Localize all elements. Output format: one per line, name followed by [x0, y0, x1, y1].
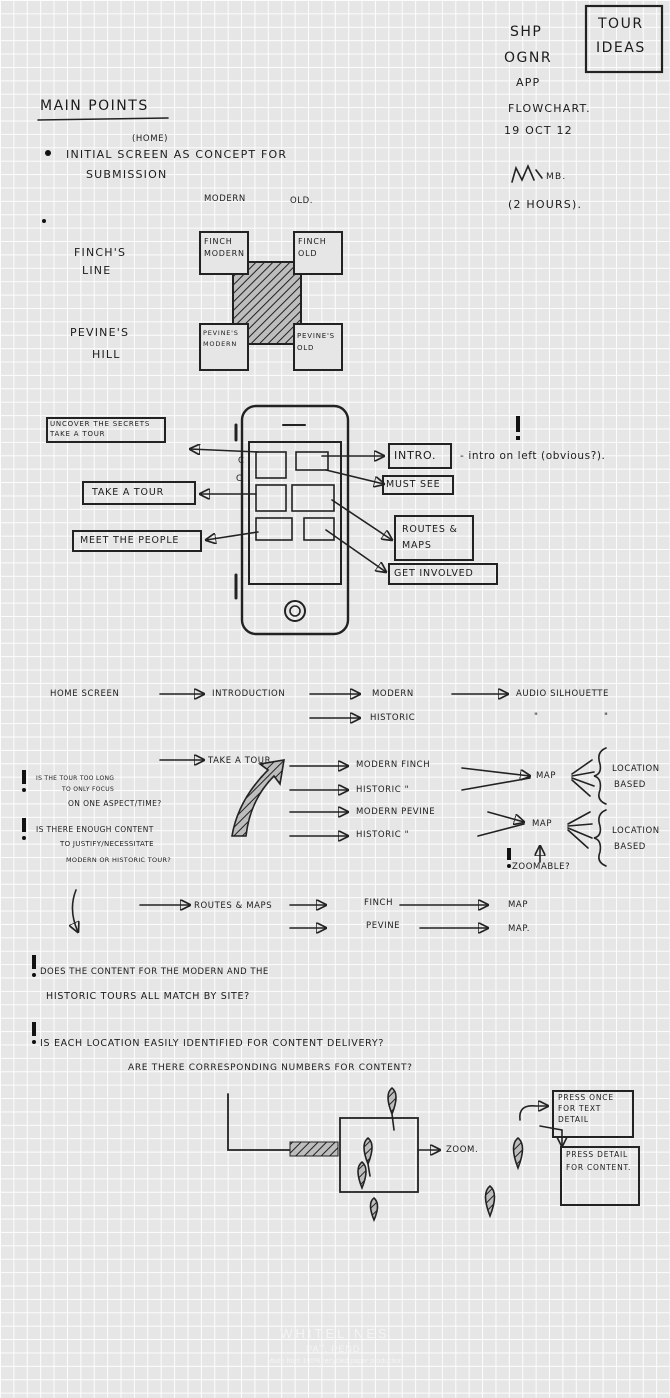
date-label: 19 OCT 12 [504, 124, 573, 137]
point1-line1: INITIAL SCREEN AS CONCEPT FOR [66, 148, 288, 161]
flow-routes-maps: ROUTES & MAPS [194, 901, 273, 911]
flow-finch: FINCH [364, 898, 394, 908]
flow-historic-finch: HISTORIC " [356, 785, 410, 795]
flow-map-1: MAP [536, 771, 557, 781]
phone-home-button [284, 600, 306, 622]
loc-based-2a: LOCATION [612, 826, 660, 836]
zoom-label: ZOOM. [446, 1145, 479, 1155]
label-box-intro [388, 443, 452, 469]
flow-ditto-2: " [604, 712, 609, 722]
row-pevine: PEVINE'S [70, 326, 130, 339]
label-box-routes [394, 515, 474, 561]
heading-underline [37, 117, 169, 121]
flow-intro: INTRODUCTION [212, 689, 286, 699]
label-box-uncover [46, 417, 166, 443]
tile-label-finch-modern: FINCH MODERN [204, 237, 245, 258]
flow-ditto-1: " [534, 712, 539, 722]
label-box-meet-people [72, 530, 202, 552]
press-once-label: PRESS ONCE FOR TEXT DETAIL [558, 1093, 614, 1124]
flow-modern-pevine: MODERN PEVINE [356, 807, 436, 817]
tag-line-2: IDEAS [596, 40, 646, 56]
title-line-2: OGNR [504, 50, 553, 66]
tile-label-pevine-modern: PEVINE'S MODERN [203, 329, 239, 348]
label-take-tour: TAKE A TOUR [92, 487, 164, 498]
label-box-get-involved [388, 563, 498, 585]
loc-based-2b: BASED [614, 842, 646, 852]
label-must-see: MUST SEE [386, 479, 441, 490]
main-points-heading: MAIN POINTS [40, 98, 149, 114]
zoomable: ZOOMABLE? [512, 862, 571, 872]
tile-finch-old [293, 231, 343, 275]
flow-map-4: MAP. [508, 924, 531, 934]
flow-map-3: MAP [508, 900, 529, 910]
phone-screen [248, 441, 342, 585]
c-mark-2: C [236, 474, 243, 484]
flow-map-2: MAP [532, 819, 553, 829]
q-enough-2: TO JUSTIFY/NECESSITATE [60, 840, 154, 848]
signature: mb. [546, 172, 567, 182]
label-box-must-see [382, 475, 454, 495]
flow-historic-pevine: HISTORIC " [356, 830, 410, 840]
question1-line2: HISTORIC TOURS ALL MATCH BY SITE? [46, 991, 250, 1002]
flow-audio: AUDIO SILHOUETTE [516, 689, 609, 699]
label-uncover-secrets: UNCOVER THE SECRETS TAKE A TOUR [50, 420, 151, 438]
c-mark-1: C [238, 456, 245, 466]
flow-take-tour: TAKE A TOUR [208, 756, 272, 766]
footer-brand: WHITELINES [280, 1326, 390, 1341]
question1-line1: DOES THE CONTENT FOR THE MODERN AND THE [40, 967, 269, 977]
question2-line2: ARE THERE CORRESPONDING NUMBERS FOR CONT… [128, 1063, 413, 1073]
label-box-take-tour [82, 481, 196, 505]
flow-home: HOME SCREEN [50, 689, 120, 699]
point1-line2: SUBMISSION [86, 168, 168, 181]
duration-label: (2 HOURS). [508, 198, 583, 211]
press-once-box [552, 1090, 634, 1138]
footer-fine-print: Made from 100% recycled paper production [267, 1358, 403, 1365]
phone-outline [240, 404, 350, 636]
loc-based-1b: BASED [614, 780, 646, 790]
home-note: (HOME) [132, 134, 169, 144]
col-old: OLD. [290, 196, 314, 206]
flow-modern-finch: MODERN FINCH [356, 760, 431, 770]
title-line-3: APP [516, 76, 541, 89]
q-enough-1: IS THERE ENOUGH CONTENT [36, 825, 154, 834]
label-intro: INTRO. [394, 449, 437, 462]
col-modern: MODERN [204, 194, 246, 204]
row-finch: FINCH'S [74, 246, 127, 259]
intro-note: - intro on left (obvious?). [460, 450, 606, 462]
label-get-involved: GET INVOLVED [394, 568, 474, 579]
label-meet-people: MEET THE PEOPLE [80, 535, 180, 546]
q-long-2: TO ONLY FOCUS [62, 786, 115, 793]
hatched-funnel-arrow [231, 759, 285, 837]
loc-based-1a: LOCATION [612, 764, 660, 774]
flow-historic: HISTORIC [370, 713, 416, 723]
title-line-4: FLOWCHART. [508, 102, 591, 115]
q-long-3: ON ONE ASPECT/TIME? [68, 799, 162, 808]
tile-label-pevine-old: PEVINE'S OLD [297, 332, 335, 352]
title-line-1: SHP [510, 24, 543, 40]
tile-pevine-modern [199, 323, 249, 371]
zoom-frame [339, 1117, 419, 1193]
label-routes-maps: ROUTES & MAPS [402, 524, 458, 551]
tour-ideas-box [584, 4, 664, 74]
tag-line-1: TOUR [598, 16, 644, 32]
press-detail-label: PRESS DETAIL FOR CONTENT. [566, 1150, 632, 1172]
flow-modern: MODERN [372, 689, 414, 699]
flow-pevine: PEVINE [366, 921, 401, 931]
tile-finch-modern [199, 231, 249, 275]
signature-scribble [511, 163, 543, 183]
q-enough-3: MODERN OR HISTORIC TOUR? [66, 856, 172, 864]
q-long-1: IS THE TOUR TOO LONG [36, 775, 115, 782]
row-pevine-2: HILL [92, 348, 121, 361]
footer-pat: PAT. PEND. [306, 1344, 364, 1354]
question2-line1: IS EACH LOCATION EASILY IDENTIFIED FOR C… [40, 1038, 385, 1049]
tile-label-finch-old: FINCH OLD [298, 237, 327, 258]
row-finch-2: LINE [82, 264, 112, 277]
press-detail-box [560, 1146, 640, 1206]
tile-pevine-old [293, 323, 343, 371]
